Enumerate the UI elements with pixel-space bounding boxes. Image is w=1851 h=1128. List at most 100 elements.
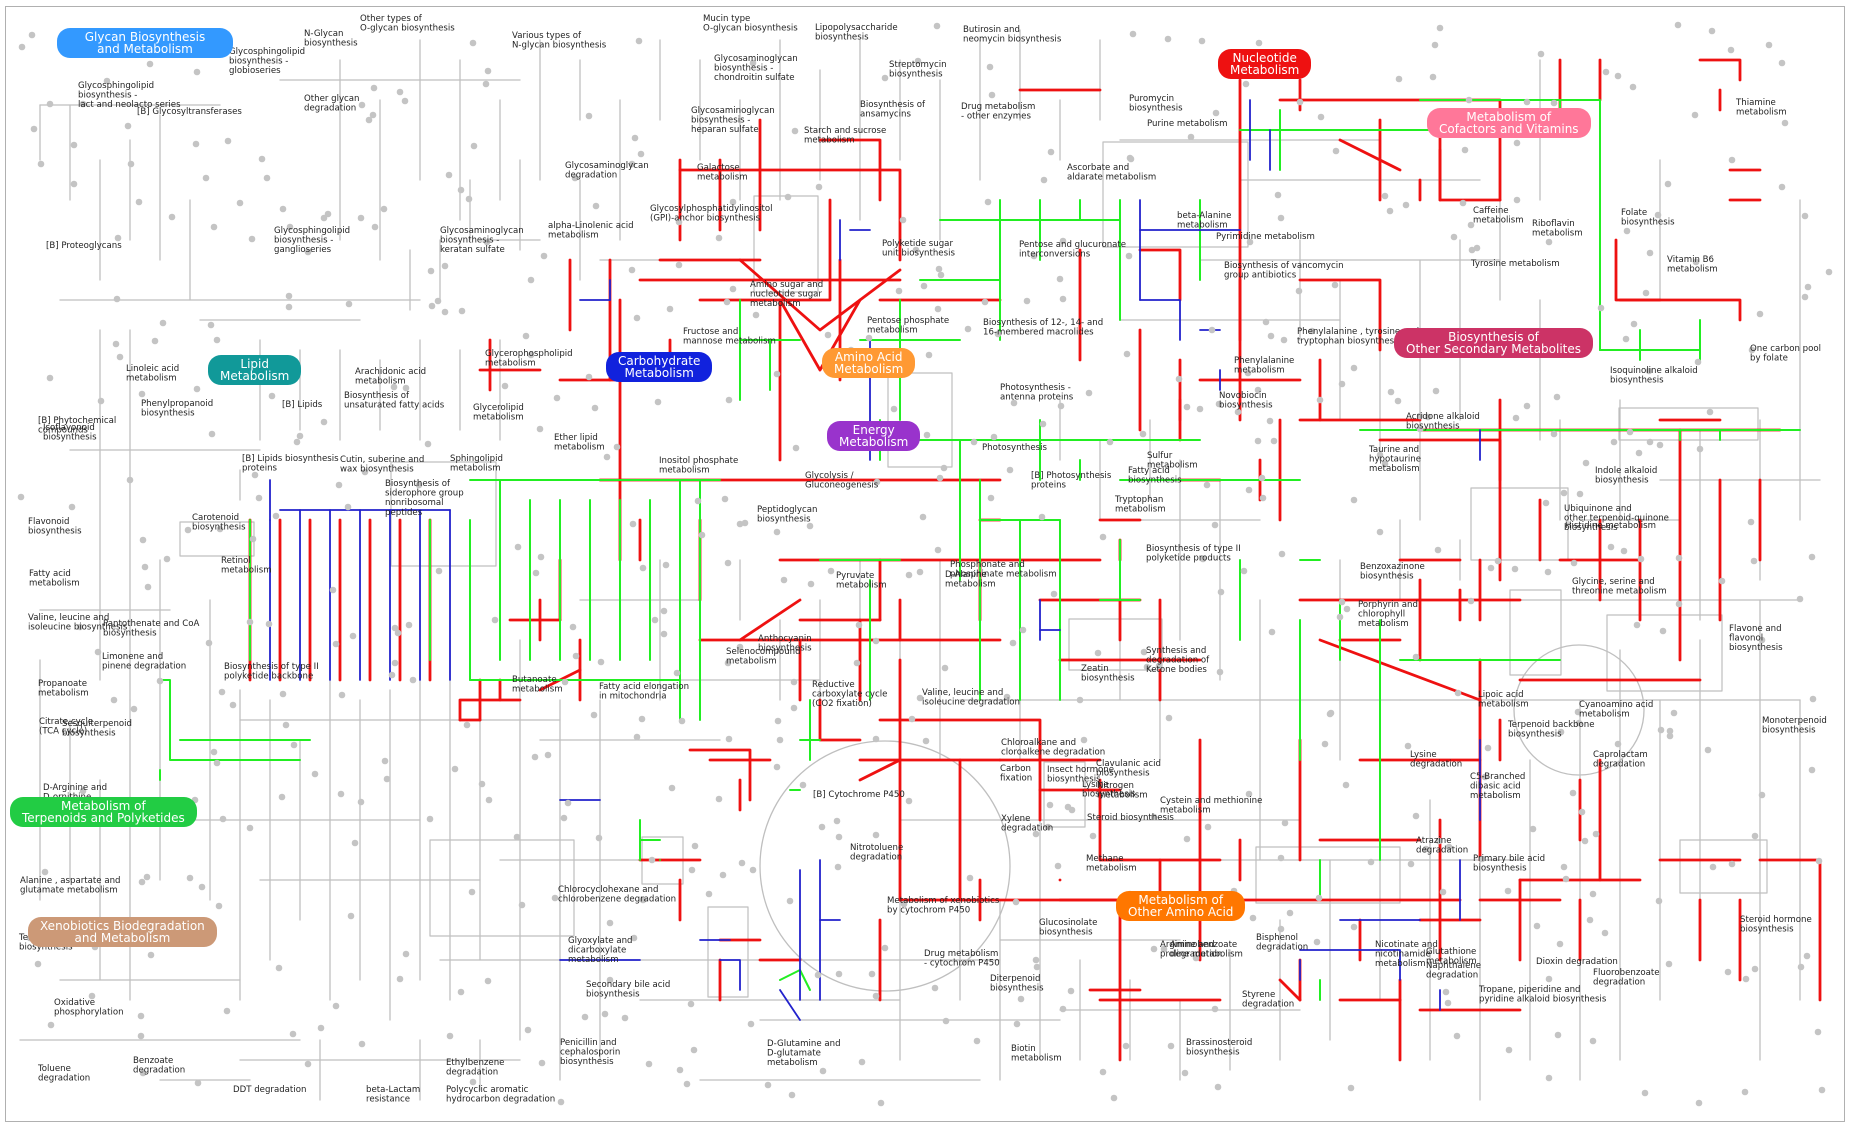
pathway-label[interactable]: Primary bile acidbiosynthesis bbox=[1473, 854, 1545, 874]
compound-node[interactable] bbox=[716, 796, 723, 803]
compound-node[interactable] bbox=[519, 902, 526, 909]
compound-node[interactable] bbox=[458, 989, 465, 996]
compound-node[interactable] bbox=[1615, 741, 1622, 748]
compound-node[interactable] bbox=[1111, 1095, 1118, 1102]
compound-node[interactable] bbox=[1615, 73, 1622, 80]
compound-node[interactable] bbox=[525, 1027, 532, 1034]
compound-node[interactable] bbox=[1095, 650, 1102, 657]
compound-node[interactable] bbox=[1460, 200, 1467, 207]
compound-node[interactable] bbox=[1060, 1006, 1067, 1013]
compound-node[interactable] bbox=[1318, 114, 1325, 121]
compound-node[interactable] bbox=[1020, 627, 1027, 634]
pathway-label[interactable]: Pentose and glucuronateinterconversions bbox=[1019, 240, 1126, 260]
compound-node[interactable] bbox=[31, 126, 38, 133]
compound-node[interactable] bbox=[1322, 741, 1329, 748]
compound-node[interactable] bbox=[214, 337, 221, 344]
compound-node[interactable] bbox=[350, 633, 357, 640]
compound-node[interactable] bbox=[1611, 439, 1618, 446]
compound-node[interactable] bbox=[1819, 1087, 1826, 1094]
compound-node[interactable] bbox=[1241, 568, 1248, 575]
compound-node[interactable] bbox=[1039, 514, 1046, 521]
compound-node[interactable] bbox=[485, 978, 492, 985]
compound-node[interactable] bbox=[1243, 81, 1250, 88]
compound-node[interactable] bbox=[286, 304, 293, 311]
compound-node[interactable] bbox=[136, 199, 143, 206]
pathway-label[interactable]: Folatebiosynthesis bbox=[1621, 208, 1675, 228]
compound-node[interactable] bbox=[941, 465, 948, 472]
compound-node[interactable] bbox=[230, 702, 237, 709]
compound-node[interactable] bbox=[636, 38, 643, 45]
compound-node[interactable] bbox=[1647, 250, 1654, 257]
compound-node[interactable] bbox=[1513, 415, 1520, 422]
compound-node[interactable] bbox=[1505, 888, 1512, 895]
compound-node[interactable] bbox=[98, 398, 105, 405]
compound-node[interactable] bbox=[971, 439, 978, 446]
compound-node[interactable] bbox=[1582, 838, 1589, 845]
compound-node[interactable] bbox=[1041, 177, 1048, 184]
compound-node[interactable] bbox=[791, 705, 798, 712]
compound-node[interactable] bbox=[247, 619, 254, 626]
compound-node[interactable] bbox=[38, 161, 45, 168]
compound-node[interactable] bbox=[1081, 737, 1088, 744]
compound-node[interactable] bbox=[429, 303, 436, 310]
compound-node[interactable] bbox=[1543, 500, 1550, 507]
compound-node[interactable] bbox=[397, 89, 404, 96]
pathway-label[interactable]: Ascorbate andaldarate metabolism bbox=[1067, 163, 1156, 183]
compound-node[interactable] bbox=[692, 843, 699, 850]
compound-node[interactable] bbox=[1166, 715, 1173, 722]
compound-node[interactable] bbox=[1058, 403, 1065, 410]
compound-node[interactable] bbox=[1405, 743, 1412, 750]
pathway-label[interactable]: Valine, leucine andisoleucine degradatio… bbox=[922, 688, 1020, 708]
compound-node[interactable] bbox=[1798, 964, 1805, 971]
compound-node[interactable] bbox=[290, 1031, 297, 1038]
compound-node[interactable] bbox=[47, 375, 54, 382]
compound-node[interactable] bbox=[1695, 359, 1702, 366]
compound-node[interactable] bbox=[194, 69, 201, 76]
compound-node[interactable] bbox=[1278, 855, 1285, 862]
pathway-label[interactable]: Phenylpropanoidbiosynthesis bbox=[141, 399, 213, 419]
compound-node[interactable] bbox=[1563, 876, 1570, 883]
compound-node[interactable] bbox=[873, 736, 880, 743]
compound-node[interactable] bbox=[906, 572, 913, 579]
compound-node[interactable] bbox=[1212, 522, 1219, 529]
compound-node[interactable] bbox=[900, 217, 907, 224]
pathway-label[interactable]: Glycine, serine andthreonine metabolism bbox=[1572, 577, 1667, 597]
compound-node[interactable] bbox=[152, 338, 159, 345]
compound-node[interactable] bbox=[667, 306, 674, 313]
pathway-label[interactable]: C5-Brancheddibasic acidmetabolism bbox=[1470, 772, 1525, 801]
compound-node[interactable] bbox=[483, 81, 490, 88]
compound-node[interactable] bbox=[539, 1060, 546, 1067]
compound-node[interactable] bbox=[591, 712, 598, 719]
compound-node[interactable] bbox=[330, 587, 337, 594]
compound-node[interactable] bbox=[1587, 917, 1594, 924]
compound-node[interactable] bbox=[160, 320, 167, 327]
pathway-label[interactable]: Citrate cycle(TCA cycle) bbox=[39, 717, 93, 737]
compound-node[interactable] bbox=[1692, 112, 1699, 119]
pathway-label[interactable]: DDT degradation bbox=[233, 1085, 306, 1095]
compound-node[interactable] bbox=[629, 267, 636, 274]
compound-node[interactable] bbox=[926, 352, 933, 359]
compound-node[interactable] bbox=[934, 23, 941, 30]
compound-node[interactable] bbox=[1561, 490, 1568, 497]
compound-node[interactable] bbox=[395, 630, 402, 637]
pathway-label[interactable]: Polyketide sugarunit biosynthesis bbox=[882, 239, 955, 259]
compound-node[interactable] bbox=[291, 742, 298, 749]
compound-node[interactable] bbox=[1278, 926, 1285, 933]
compound-node[interactable] bbox=[333, 1003, 340, 1010]
compound-node[interactable] bbox=[1671, 710, 1678, 717]
pathway-label[interactable]: Glycosaminoglycanbiosynthesis -chondroit… bbox=[714, 54, 798, 83]
compound-node[interactable] bbox=[921, 283, 928, 290]
compound-node[interactable] bbox=[622, 1015, 629, 1022]
pathway-label[interactable]: D-Glutamine andD-glutamatemetabolism bbox=[767, 1039, 841, 1068]
compound-node[interactable] bbox=[1256, 40, 1263, 47]
compound-node[interactable] bbox=[1719, 578, 1726, 585]
pathway-label[interactable]: Biosynthesis of vancomycingroup antibiot… bbox=[1224, 261, 1344, 281]
compound-node[interactable] bbox=[774, 371, 781, 378]
compound-node[interactable] bbox=[194, 386, 201, 393]
pathway-label[interactable]: Puromycinbiosynthesis bbox=[1129, 94, 1183, 114]
compound-node[interactable] bbox=[1213, 110, 1220, 117]
compound-node[interactable] bbox=[554, 395, 561, 402]
